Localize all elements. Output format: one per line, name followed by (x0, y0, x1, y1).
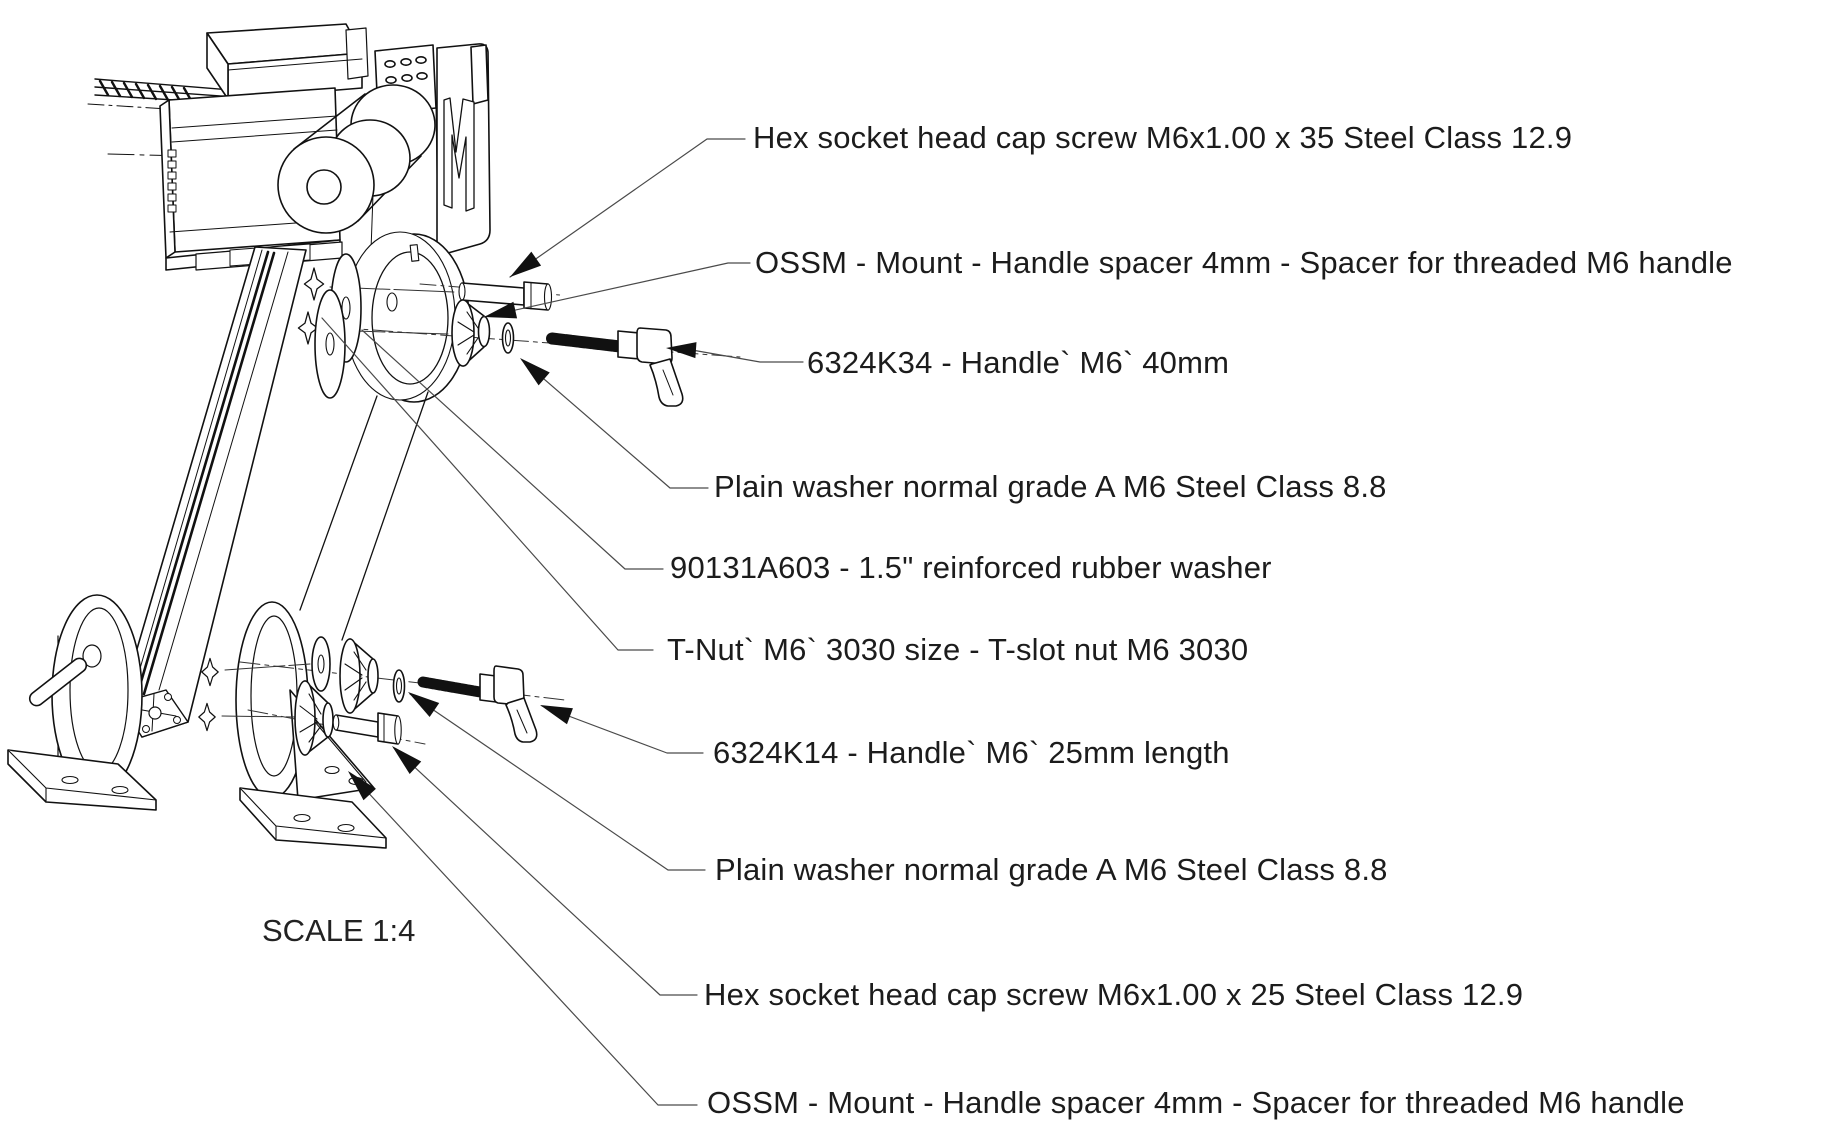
leader-plain-washer-top (521, 359, 709, 489)
callout-leader-lines (321, 138, 804, 1106)
leader-arrowheads (348, 251, 697, 801)
clamp-lever-left (28, 657, 88, 707)
handle-40mm-part (546, 327, 684, 407)
callout-rubber-washer: 90131A603 - 1.5" reinforced rubber washe… (670, 550, 1272, 585)
callout-handle-40mm: 6324K34 - Handle` M6` 40mm (807, 345, 1230, 380)
leader-handle-40mm (691, 349, 804, 363)
leader-t-nut-3030 (321, 317, 654, 651)
plain-washer-upper (501, 322, 515, 354)
leader-hex-screw-25 (393, 747, 698, 996)
handle-25mm-part (417, 665, 538, 743)
t-nut-lower-b (198, 702, 216, 732)
leader-rubber-washer (361, 329, 664, 570)
cone-spacer-lower-b (294, 680, 334, 756)
t-nut-upper-b (297, 311, 319, 345)
callout-plain-washer-top: Plain washer normal grade A M6 Steel Cla… (714, 469, 1387, 504)
leader-hex-screw-35 (509, 138, 746, 278)
hex-screw-25-part (332, 712, 402, 745)
rubber-washer-discs (314, 253, 362, 399)
t-nut-upper-a (303, 267, 325, 301)
callout-ossm-spacer-bottom: OSSM - Mount - Handle spacer 4mm - Space… (707, 1085, 1685, 1120)
plain-washer-disc-lower (311, 636, 331, 692)
leader-plain-washer-bottom (409, 693, 706, 871)
stand-left (7, 594, 157, 811)
motor-shaft-coupler (277, 84, 436, 234)
plain-washer-lower (392, 669, 406, 703)
leader-ossm-spacer-bottom (349, 772, 698, 1106)
leader-ossm-spacer-top (483, 262, 751, 318)
leader-handle-25mm (541, 705, 704, 754)
cone-spacer-upper (451, 299, 491, 367)
callout-plain-washer-bottom: Plain washer normal grade A M6 Steel Cla… (715, 852, 1388, 887)
t-nut-lower-a (201, 657, 219, 687)
cone-spacer-lower-a (339, 638, 379, 714)
ossm-logo-plate (436, 43, 491, 255)
ring-lower-arm (299, 395, 378, 611)
hex-screw-35-part (458, 281, 553, 311)
callout-hex-screw-35: Hex socket head cap screw M6x1.00 x 35 S… (753, 120, 1573, 155)
callout-ossm-spacer-top: OSSM - Mount - Handle spacer 4mm - Space… (755, 245, 1733, 280)
callout-t-nut-3030: T-Nut` M6` 3030 size - T-slot nut M6 303… (667, 632, 1249, 667)
callout-handle-25mm: 6324K14 - Handle` M6` 25mm length (713, 735, 1230, 770)
callout-hex-screw-25: Hex socket head cap screw M6x1.00 x 25 S… (704, 977, 1524, 1012)
scale-note: SCALE 1:4 (262, 913, 416, 948)
